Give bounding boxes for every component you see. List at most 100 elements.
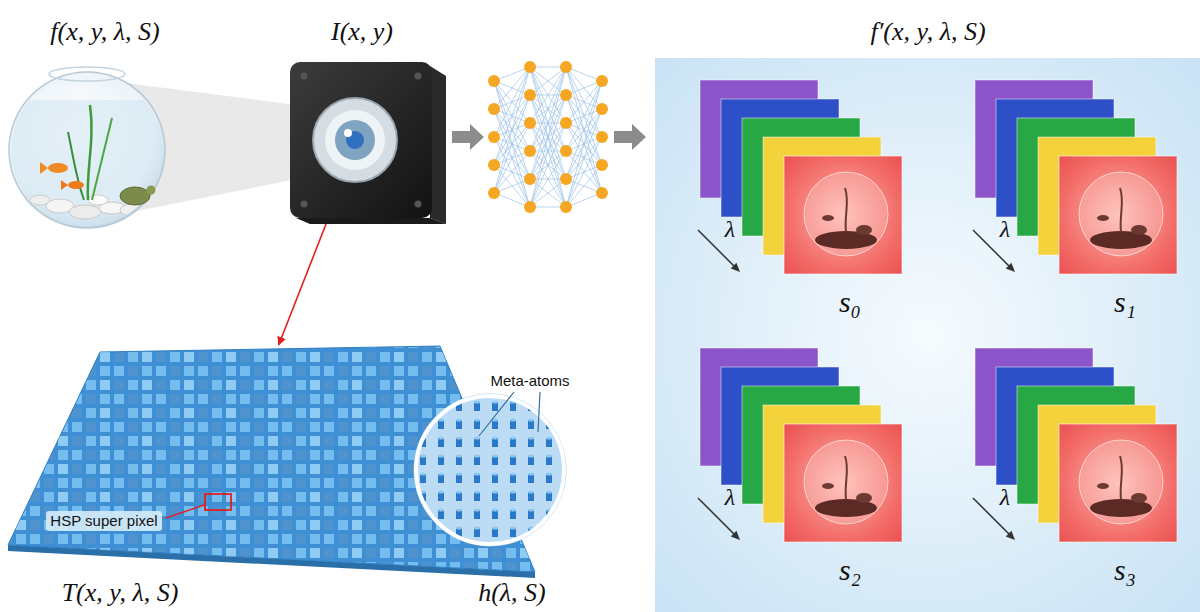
spectral-stack (973, 80, 1177, 274)
neural-network (488, 159, 500, 171)
fishbowl-scene: f(x, y, λ, S) (9, 72, 165, 228)
camera: I(x, y) (290, 62, 446, 224)
fishbowl (120, 204, 144, 216)
stokes-stack: λ s₀ (690, 75, 915, 325)
camera (290, 62, 432, 218)
fishbowl (120, 187, 150, 205)
neural-network (596, 187, 608, 199)
fishbowl (92, 118, 112, 200)
camera (430, 66, 446, 224)
camera (290, 62, 446, 224)
neural-network (566, 81, 602, 207)
math-label: f(x, y, λ, S) (50, 17, 159, 47)
fishbowl (88, 105, 92, 200)
camera (296, 218, 446, 224)
neural-network (488, 75, 500, 87)
camera (301, 201, 308, 208)
fishbowl (68, 132, 84, 200)
neural-network (566, 81, 602, 151)
neural-network (566, 137, 602, 207)
fishbowl (9, 100, 169, 230)
neural-network (488, 61, 608, 213)
neural-network (560, 117, 572, 129)
fishbowl (40, 162, 48, 174)
neural-network (560, 201, 572, 213)
leader-line (479, 392, 514, 436)
super-pixel-marker (205, 494, 231, 510)
fishbowl (9, 67, 169, 230)
leader-line (538, 392, 540, 432)
camera (313, 98, 397, 182)
neural-network (566, 67, 602, 137)
neural-network (524, 89, 536, 101)
axis-label: λ (725, 484, 735, 512)
neural-network (494, 137, 530, 207)
meta-atom-zoom (414, 394, 566, 546)
stokes-label: s₂ (839, 553, 861, 588)
math-label: I(x, y) (331, 17, 393, 47)
neural-network (488, 131, 500, 143)
fishbowl (147, 186, 156, 195)
camera (344, 129, 352, 137)
meta-atom-zoom (416, 396, 564, 544)
neural-network (488, 103, 500, 115)
metasurface: T(x, y, λ, S) (5, 345, 540, 578)
neural-network (566, 165, 602, 207)
stokes-stack: λ s₁ (965, 75, 1190, 325)
stokes-stack: λs₃ (965, 343, 1190, 593)
fishbowl (30, 195, 50, 205)
flow-arrow (614, 124, 646, 150)
neural-network (524, 117, 536, 129)
axis-label: λ (725, 216, 735, 244)
connector (279, 224, 326, 345)
neural-network (524, 145, 536, 157)
neural-network (596, 103, 608, 115)
neural-network (560, 61, 572, 73)
neural-network (560, 173, 572, 185)
fishbowl (48, 163, 68, 173)
neural-network (494, 67, 530, 137)
neural-network (524, 61, 536, 73)
meta-atom-zoom (414, 394, 566, 546)
fishbowl (69, 205, 101, 219)
meta-atom-zoom: h(λ, S) (415, 395, 565, 545)
math-label: f′(x, y, λ, S) (870, 17, 985, 47)
output-panel: f′(x, y, λ, S)λs₀λs₁λs₂λs₃ (655, 58, 1200, 612)
fishbowl (68, 181, 84, 189)
stokes-label: s₀ (839, 285, 861, 320)
neural-network (488, 187, 500, 199)
math-label: h(λ, S) (478, 578, 546, 608)
stokes-label: s₁ (1114, 285, 1136, 320)
callout-label: Meta-atoms (490, 372, 569, 389)
meta-atom-zoom (414, 394, 566, 546)
camera (415, 73, 422, 80)
spectral-stack (698, 348, 902, 542)
camera (301, 73, 308, 80)
neural-network (494, 165, 530, 207)
neural-network (530, 67, 566, 95)
neural-network (530, 179, 566, 207)
neural-network (524, 201, 536, 213)
flow-arrow (452, 124, 484, 150)
neural-network (560, 89, 572, 101)
fishbowl (61, 180, 68, 190)
neural-network (494, 151, 530, 193)
axis-label: λ (1000, 216, 1010, 244)
camera (325, 110, 385, 170)
neural-network (596, 75, 608, 87)
neural-network (566, 67, 602, 193)
neural-network (596, 131, 608, 143)
neural-network (494, 67, 530, 193)
neural-network (560, 145, 572, 157)
meta-atom-zoom (414, 394, 566, 546)
spectral-stack (973, 348, 1177, 542)
neural-network (530, 123, 566, 207)
stokes-label: s₃ (1114, 553, 1136, 588)
neural-network (530, 67, 566, 95)
neural-network (494, 123, 530, 193)
